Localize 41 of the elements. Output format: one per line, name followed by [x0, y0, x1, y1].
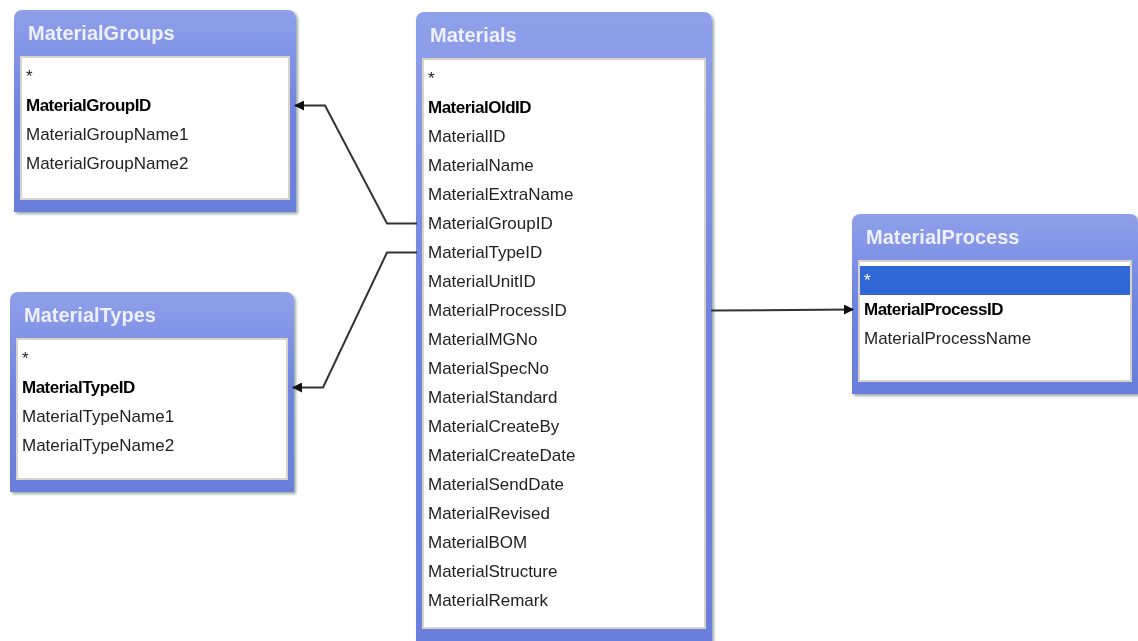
field-name: MaterialTypeName2 — [21, 435, 176, 457]
field-name: MaterialUnitID — [427, 271, 537, 293]
field-name: MaterialGroupName1 — [25, 124, 190, 146]
field-name: MaterialID — [427, 126, 507, 148]
table-title: MaterialTypes — [23, 303, 157, 328]
field-name: MaterialGroupID — [25, 95, 152, 117]
field-name: * — [21, 348, 30, 370]
table-window — [416, 12, 712, 641]
field-name: MaterialStructure — [427, 561, 559, 583]
field-name: MaterialGroupID — [427, 213, 554, 235]
field-name: * — [427, 68, 436, 90]
table-window — [14, 10, 296, 212]
field-name: MaterialBOM — [427, 532, 529, 554]
field-name: MaterialCreateDate — [427, 445, 577, 467]
table-title: MaterialGroups — [27, 21, 176, 46]
relationship-line — [294, 100, 418, 225]
field-name: MaterialRevised — [427, 503, 551, 525]
field-name: * — [25, 66, 34, 88]
field-name: MaterialSpecNo — [427, 358, 550, 380]
field-name: MaterialRemark — [427, 590, 549, 612]
field-name: MaterialProcessID — [863, 299, 1004, 321]
table-window — [10, 292, 294, 492]
table-window — [852, 214, 1138, 394]
field-name: MaterialTypeName1 — [21, 406, 176, 428]
field-name: MaterialProcessID — [427, 300, 568, 322]
field-name: MaterialCreateBy — [427, 416, 561, 438]
relationship-line — [710, 304, 854, 315]
selected-field-row: * — [860, 266, 1130, 295]
table-title: Materials — [429, 23, 518, 48]
field-name: MaterialExtraName — [427, 184, 575, 206]
field-name: MaterialMGNo — [427, 329, 539, 351]
table-title: MaterialProcess — [865, 225, 1021, 250]
field-name: MaterialOldID — [427, 97, 533, 119]
field-name: MaterialTypeID — [21, 377, 136, 399]
field-name: MaterialSendDate — [427, 474, 566, 496]
relationship-line — [292, 251, 418, 393]
field-name: MaterialGroupName2 — [25, 153, 190, 175]
field-name: MaterialStandard — [427, 387, 559, 409]
field-name: MaterialName — [427, 155, 535, 177]
field-name: MaterialTypeID — [427, 242, 544, 264]
field-name: MaterialProcessName — [863, 328, 1033, 350]
